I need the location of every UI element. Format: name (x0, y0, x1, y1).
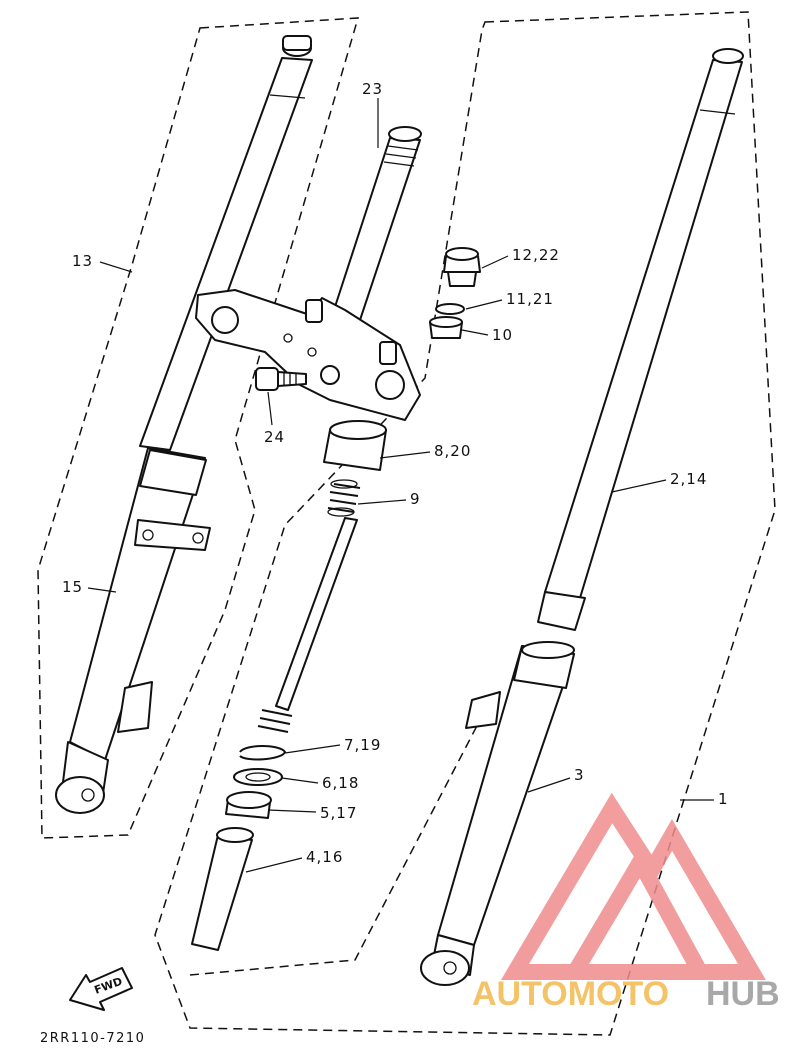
watermark-text-auto: AUTOMOTO (472, 975, 669, 1013)
circlip (239, 745, 287, 761)
part-label-4-16: 4,16 (306, 848, 343, 866)
washer (233, 768, 283, 786)
right-fork-outer-tube (420, 641, 575, 986)
cap-bolt (443, 247, 481, 287)
part-label-13: 13 (72, 252, 93, 270)
slide-bushing (191, 827, 254, 951)
group-outline-inner (189, 719, 481, 976)
leader-6-18 (281, 777, 319, 784)
leader-10 (461, 329, 489, 336)
leader-15 (87, 587, 117, 593)
drawing-code: 2RR110-7210 (40, 1031, 145, 1046)
part-label-9: 9 (410, 490, 421, 508)
leader-2-14 (611, 479, 667, 493)
part-label-23: 23 (362, 80, 383, 98)
oil-seal (225, 791, 272, 819)
leader-24 (267, 391, 273, 426)
collar (323, 420, 387, 471)
left-fork-outer-tube (55, 447, 211, 814)
fork-spring (257, 517, 358, 733)
part-label-15: 15 (62, 578, 83, 596)
leader-9 (357, 499, 407, 505)
leader-5-17 (267, 809, 317, 813)
leader-12-22 (481, 255, 509, 269)
part-label-2-14: 2,14 (670, 470, 707, 488)
leader-3 (527, 777, 571, 793)
steering-stem (331, 126, 422, 321)
part-label-1: 1 (718, 790, 729, 808)
leader-13 (99, 261, 133, 273)
part-label-3: 3 (574, 766, 585, 784)
short-spring (327, 479, 361, 517)
group-outline-left (37, 17, 360, 839)
pinch-bolt (255, 367, 307, 391)
watermark-text-hub: HUB (706, 975, 780, 1013)
part-label-11-21: 11,21 (506, 290, 554, 308)
watermark-logo: AUTOMOTO HUB (472, 792, 780, 1013)
right-fork-inner-tube (537, 48, 744, 631)
part-label-24: 24 (264, 428, 285, 446)
part-label-6-18: 6,18 (322, 774, 359, 792)
part-label-5-17: 5,17 (320, 804, 357, 822)
part-label-7-19: 7,19 (344, 736, 381, 754)
under-bracket (195, 289, 421, 421)
watermark-triangle-icon (500, 792, 766, 980)
group-outline-right (154, 11, 776, 1036)
part-label-12-22: 12,22 (512, 246, 560, 264)
left-fork-inner-tube (139, 35, 313, 451)
leader-7-19 (284, 744, 341, 754)
part-label-8-20: 8,20 (434, 442, 471, 460)
leader-4-16 (245, 857, 303, 873)
o-ring (435, 303, 465, 315)
leader-11-21 (465, 299, 503, 310)
leader-8-20 (379, 451, 431, 459)
part-label-10: 10 (492, 326, 513, 344)
fwd-arrow-icon: FWD (69, 967, 133, 1011)
spacer (429, 316, 463, 339)
